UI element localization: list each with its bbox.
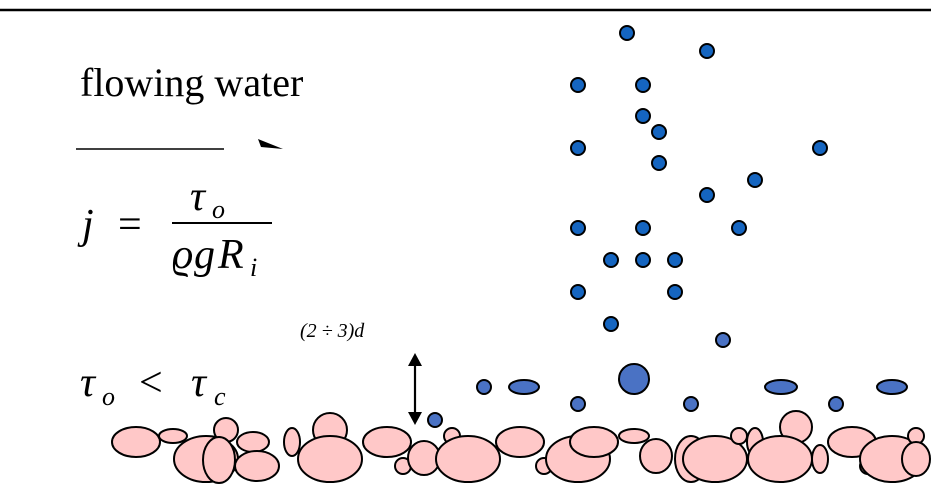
bed-grain bbox=[569, 426, 619, 458]
bed-grain bbox=[297, 435, 363, 483]
particle bbox=[699, 43, 715, 59]
bed-grain bbox=[901, 441, 931, 477]
particle bbox=[876, 379, 908, 395]
particle bbox=[427, 412, 443, 428]
particle bbox=[683, 396, 699, 412]
particle bbox=[635, 108, 651, 124]
flow-label: flowing water bbox=[80, 60, 303, 105]
bed-grain bbox=[111, 426, 161, 458]
particle bbox=[812, 140, 828, 156]
particle bbox=[619, 25, 635, 41]
particle bbox=[570, 220, 586, 236]
shear-lhs-symbol: τ bbox=[80, 360, 97, 406]
slope-denominator-rho: ϱ bbox=[172, 232, 193, 278]
slope-denominator-subscript: i bbox=[250, 253, 257, 282]
bed-grain bbox=[618, 428, 650, 444]
slope-lhs: j bbox=[77, 202, 94, 248]
shear-rhs-symbol: τ bbox=[191, 360, 208, 406]
particle bbox=[651, 124, 667, 140]
bed-grain bbox=[236, 431, 270, 453]
particle bbox=[667, 284, 683, 300]
particle bbox=[570, 284, 586, 300]
particle bbox=[651, 155, 667, 171]
particle bbox=[747, 172, 763, 188]
particle bbox=[764, 379, 798, 395]
particle bbox=[699, 187, 715, 203]
slope-numerator-subscript: o bbox=[212, 195, 225, 224]
shear-lhs-subscript: o bbox=[102, 382, 115, 411]
slope-equals: = bbox=[118, 202, 142, 248]
bedload-particles bbox=[427, 332, 908, 428]
bed-grain bbox=[158, 428, 188, 444]
bed-grain bbox=[234, 450, 280, 482]
particle bbox=[635, 252, 651, 268]
particle bbox=[570, 396, 586, 412]
arrow-right-icon bbox=[76, 139, 283, 150]
particle bbox=[828, 396, 844, 412]
double-arrow-icon bbox=[408, 353, 422, 425]
bed-grains bbox=[111, 410, 931, 484]
slope-denominator-g: g bbox=[194, 232, 215, 278]
bed-grain bbox=[283, 427, 301, 457]
slope-numerator-symbol: τ bbox=[190, 174, 207, 220]
particle bbox=[731, 220, 747, 236]
bed-grain bbox=[495, 426, 545, 458]
particle bbox=[618, 363, 650, 395]
particle bbox=[570, 140, 586, 156]
particle bbox=[715, 332, 731, 348]
bed-grain bbox=[435, 435, 501, 483]
particle bbox=[603, 252, 619, 268]
particle bbox=[667, 252, 683, 268]
particle bbox=[476, 379, 492, 395]
particle bbox=[635, 220, 651, 236]
layer-thickness-label: (2 ÷ 3)d bbox=[300, 320, 365, 342]
bed-grain bbox=[202, 436, 236, 484]
bed-grain bbox=[747, 435, 813, 483]
particle bbox=[570, 77, 586, 93]
particle bbox=[603, 316, 619, 332]
bed-grain bbox=[362, 426, 412, 458]
bed-grain bbox=[730, 427, 748, 445]
bed-grain bbox=[639, 438, 673, 474]
particle bbox=[508, 379, 540, 395]
particle bbox=[635, 77, 651, 93]
slope-denominator-R: R bbox=[217, 232, 244, 278]
suspended-particles bbox=[570, 25, 828, 332]
shear-rhs-subscript: c bbox=[214, 382, 226, 411]
slope-formula: j = τ o ϱ g R i bbox=[77, 174, 272, 282]
shear-condition: τ o < τ c bbox=[80, 360, 226, 411]
bed-grain bbox=[811, 444, 829, 474]
shear-operator: < bbox=[139, 360, 163, 406]
